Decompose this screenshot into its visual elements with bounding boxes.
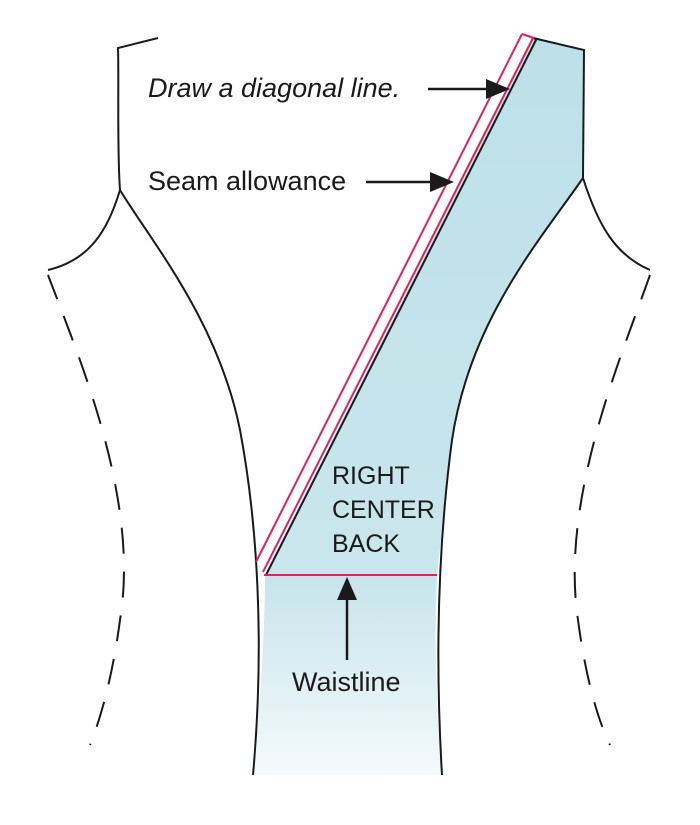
seam-arrow-head <box>430 172 454 192</box>
right-dashed-side <box>573 274 651 746</box>
right-armhole-outline <box>582 177 651 271</box>
seam-allowance-line-inner <box>262 37 534 573</box>
left-armhole-outline <box>47 189 121 271</box>
diagonal-instruction-label: Draw a diagonal line. <box>148 73 400 103</box>
seam-allowance-line-outer <box>255 33 523 563</box>
waistline-arrow-head <box>337 577 357 600</box>
left-dashed-side <box>47 274 125 746</box>
piece-name-line1: RIGHT <box>332 462 410 490</box>
seam-allowance-label: Seam allowance <box>148 166 346 196</box>
waist-section-panel <box>253 575 442 775</box>
seam-allowance-top <box>521 33 535 39</box>
left-body-outline <box>116 37 260 776</box>
waistline-label: Waistline <box>292 667 401 697</box>
diagonal-arrow-head <box>486 79 510 99</box>
diagonal-line <box>265 37 538 576</box>
right-body-outline <box>437 37 586 776</box>
piece-name-line2: CENTER <box>332 496 435 524</box>
right-center-back-panel <box>265 38 584 575</box>
piece-name-line3: BACK <box>332 530 400 558</box>
